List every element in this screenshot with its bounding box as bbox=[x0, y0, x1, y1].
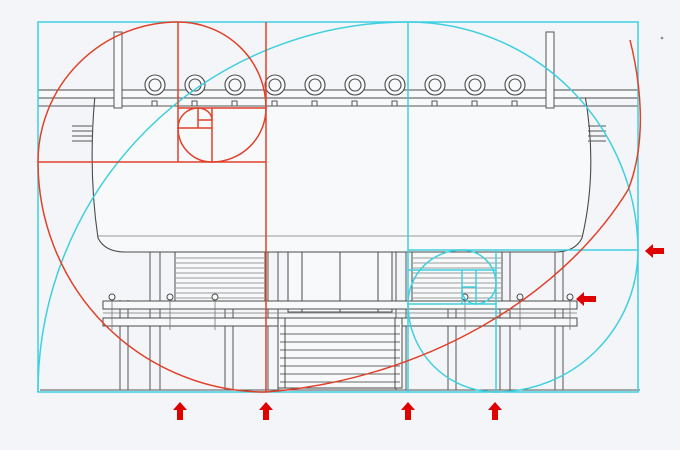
chigi-finials bbox=[113, 31, 555, 109]
red-arrow-up-icon bbox=[259, 402, 273, 420]
red-large-arc bbox=[265, 39, 642, 393]
red-spiral-curve bbox=[37, 21, 267, 393]
stray-dot bbox=[660, 36, 664, 40]
red-arrow-up-icon bbox=[173, 402, 187, 420]
red-arrow-markers bbox=[173, 244, 664, 420]
red-arrow-left-icon bbox=[576, 292, 596, 306]
front-staircase bbox=[277, 317, 403, 389]
golden-spiral-cyan bbox=[37, 21, 639, 393]
red-arrow-up-icon bbox=[401, 402, 415, 420]
golden-spiral-red bbox=[37, 21, 642, 393]
shrine-elevation-drawing bbox=[37, 31, 640, 391]
cyan-subdivision-lines bbox=[407, 22, 638, 392]
katsuogi-billets bbox=[144, 74, 526, 96]
ridge-pegs bbox=[151, 100, 518, 107]
red-arrow-left-icon bbox=[645, 244, 664, 258]
roof-body bbox=[91, 94, 592, 253]
cyan-spiral-curve bbox=[37, 21, 639, 393]
red-arrow-up-icon bbox=[488, 402, 502, 420]
outer-golden-rectangle bbox=[37, 21, 639, 393]
